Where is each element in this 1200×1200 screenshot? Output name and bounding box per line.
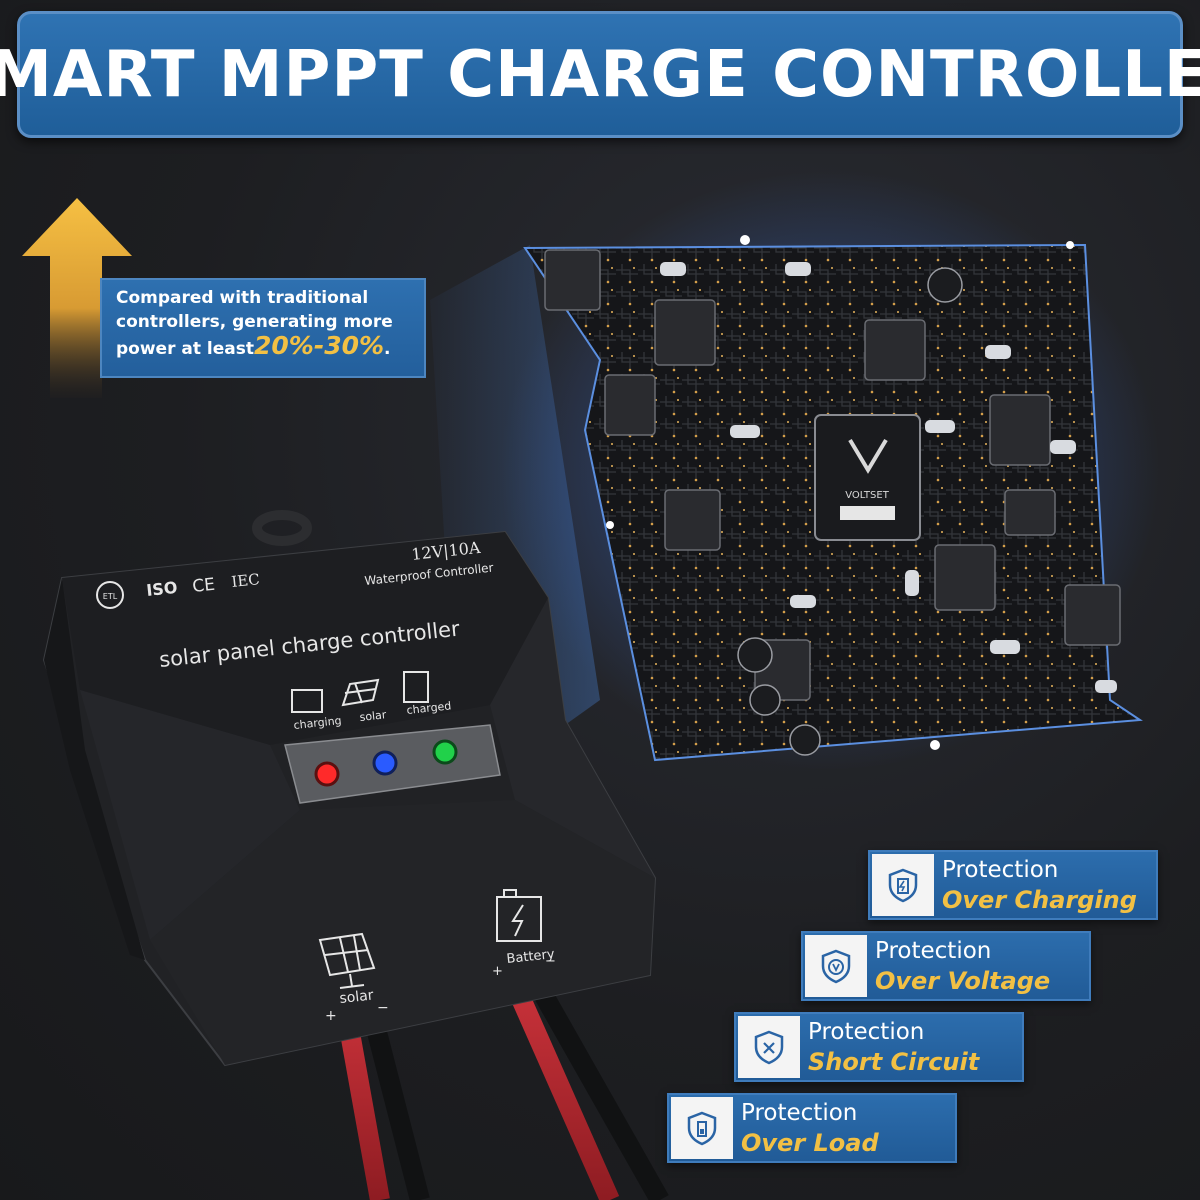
shield-x-icon: [754, 1030, 784, 1065]
battery-minus: −: [545, 954, 556, 969]
title-banner: SMART MPPT CHARGE CONTROLLER: [0, 11, 1200, 138]
cert-iec: IEC: [231, 570, 261, 591]
shield-voltage-icon: [821, 949, 851, 984]
indicator-label-charged: charged: [406, 699, 452, 717]
indicator-label-solar: solar: [359, 708, 387, 724]
callout-line-1: Compared with traditional: [116, 288, 369, 308]
etl-mark-icon: [96, 581, 124, 609]
up-arrow-icon: [22, 198, 132, 398]
cert-ce: CE: [191, 575, 216, 597]
chip-brand: VOLTSET: [845, 490, 890, 501]
battery-port-icon: [496, 889, 542, 942]
battery-plus: +: [492, 964, 503, 979]
solar-port-label: solar: [339, 987, 375, 1007]
protection-name: Over Load: [741, 1129, 879, 1157]
solar-port-icon: [318, 932, 376, 989]
protection-label: Protection: [808, 1019, 925, 1045]
callout-line-2: controllers, generating more: [116, 312, 393, 332]
protection-label: Protection: [875, 938, 992, 964]
cert-iso: ISO: [145, 578, 178, 600]
solar-plus: +: [325, 1008, 337, 1024]
shield-battery-icon: [888, 868, 918, 903]
charged-indicator-icon: [403, 671, 429, 703]
protection-label: Protection: [741, 1100, 858, 1126]
cert-etl: ETL: [103, 592, 118, 601]
solar-minus: −: [377, 1000, 389, 1016]
protection-name: Over Voltage: [875, 967, 1051, 995]
protection-over-charging: Protection Over Charging: [868, 850, 1158, 920]
indicator-label-charging: charging: [293, 714, 342, 732]
protection-over-voltage: Protection Over Voltage: [801, 931, 1091, 1001]
battery-port-label: Battery: [506, 947, 556, 967]
callout-highlight: 20%-30%: [253, 331, 385, 360]
charging-indicator-icon: [291, 689, 323, 713]
protection-over-load: Protection Over Load: [667, 1093, 957, 1163]
protection-name: Over Charging: [942, 886, 1137, 914]
callout-prefix: power at least: [116, 339, 254, 359]
protection-label: Protection: [942, 857, 1059, 883]
callout-line-3: power at least20%-30%.: [116, 331, 414, 361]
page-title: SMART MPPT CHARGE CONTROLLER: [0, 37, 1200, 112]
protection-short-circuit: Protection Short Circuit: [734, 1012, 1024, 1082]
callout-suffix: .: [384, 339, 391, 359]
solar-indicator-icon: [341, 678, 380, 707]
efficiency-callout: Compared with traditional controllers, g…: [100, 278, 426, 378]
protection-name: Short Circuit: [808, 1048, 980, 1076]
shield-load-icon: [687, 1111, 717, 1146]
